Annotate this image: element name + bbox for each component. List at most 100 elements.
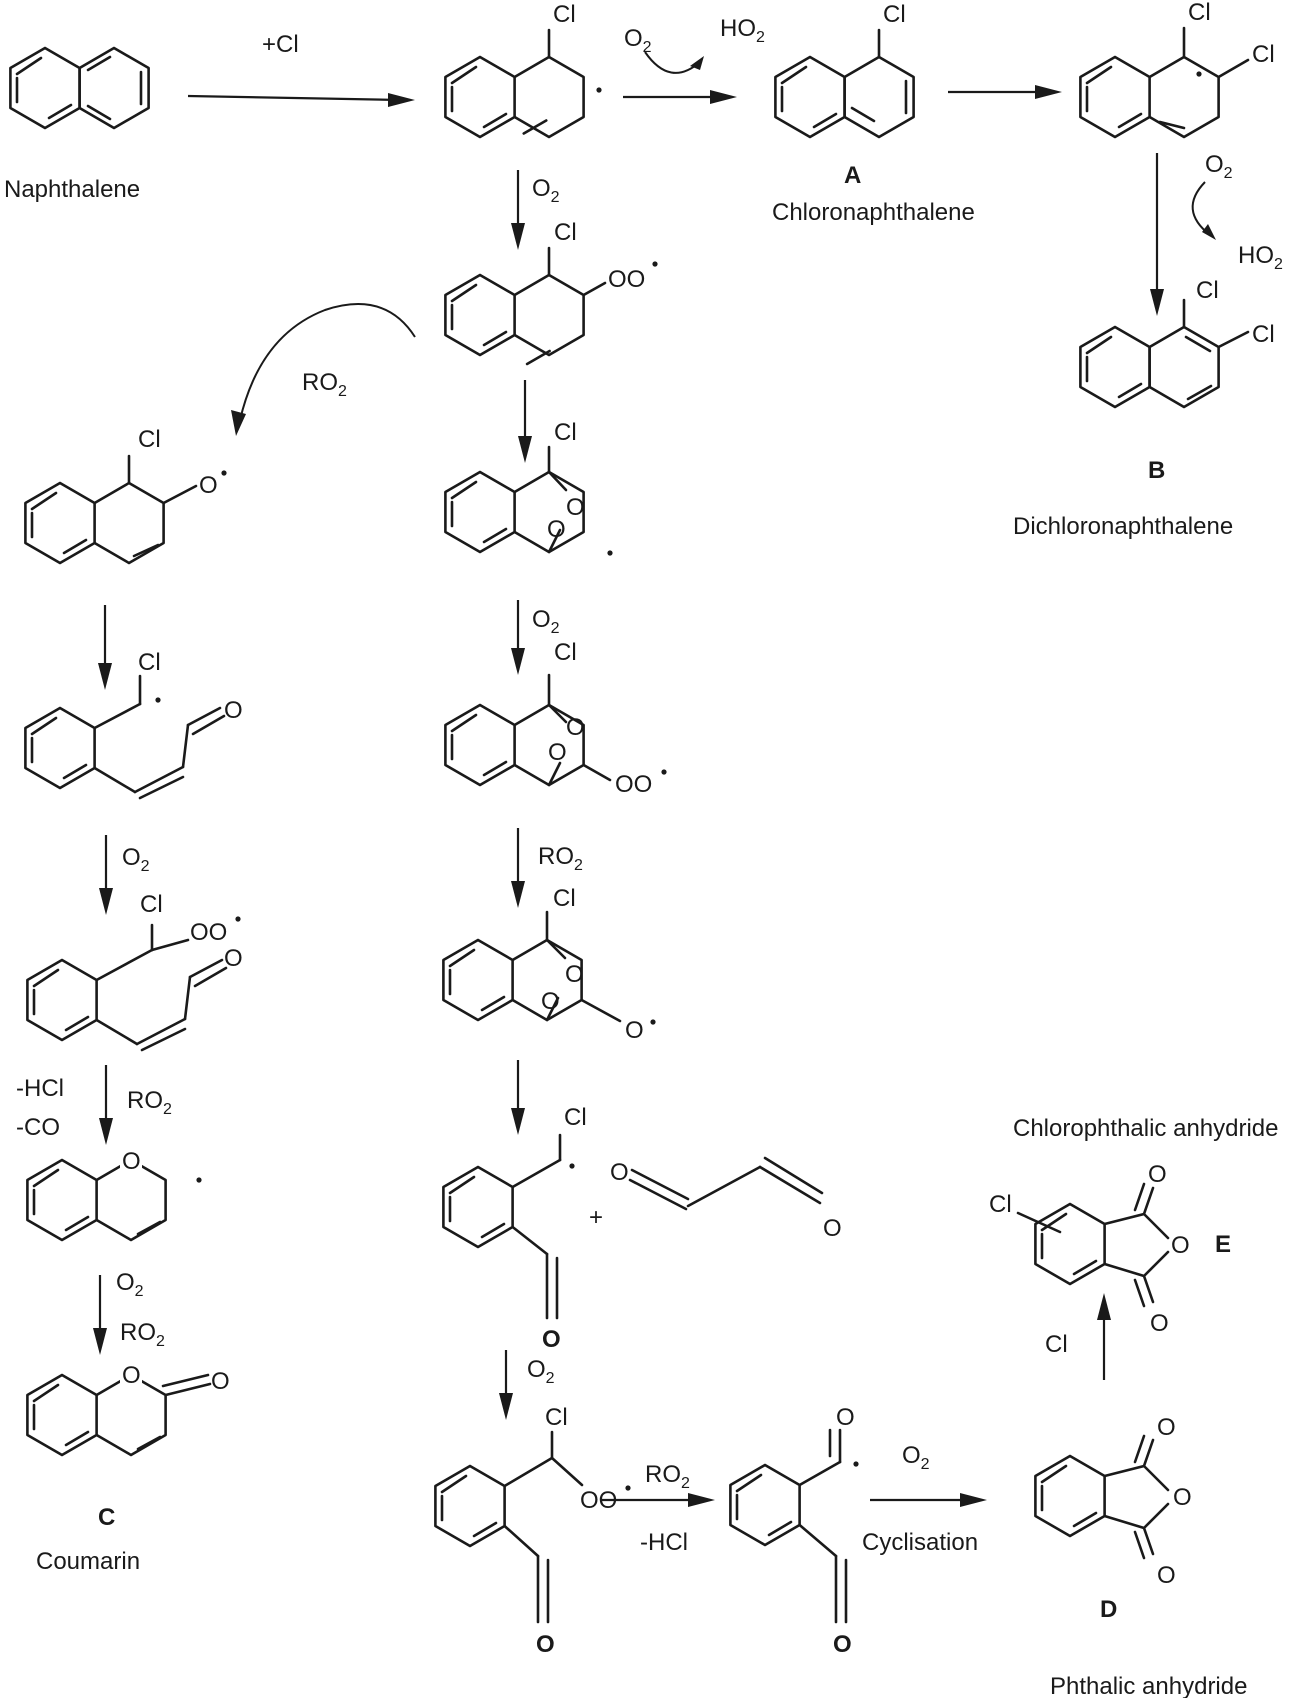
dichloronaphthalene-label: Dichloronaphthalene bbox=[1013, 513, 1233, 540]
atom-o: O bbox=[1150, 1310, 1169, 1337]
curved-arrow-ro2 bbox=[239, 303, 416, 421]
reagent-o2: O2 bbox=[624, 25, 652, 56]
atom-oo: OO bbox=[615, 771, 652, 798]
radical-dot bbox=[661, 769, 667, 775]
reagent-o2: O2 bbox=[527, 1356, 555, 1387]
peroxy-radical-structure bbox=[444, 246, 607, 366]
reagent-o2: O2 bbox=[532, 606, 560, 637]
arrow-o2-ro2-coumarin bbox=[93, 1275, 107, 1355]
atom-o: O bbox=[823, 1215, 842, 1242]
dichloronaphthalene-structure bbox=[1079, 298, 1250, 409]
label-b: B bbox=[1148, 457, 1165, 484]
atom-cl: Cl bbox=[138, 649, 161, 676]
arrow-o2-left bbox=[99, 835, 113, 915]
atom-cl: Cl bbox=[1196, 277, 1219, 304]
arrow-add-cl bbox=[187, 93, 415, 107]
atom-cl: Cl bbox=[553, 1, 576, 28]
chlorophthalic-anhydride-label: Chlorophthalic anhydride bbox=[1013, 1115, 1279, 1142]
reagent-ho2: HO2 bbox=[720, 15, 765, 46]
atom-o: O bbox=[1173, 1484, 1192, 1511]
radical-dot bbox=[596, 87, 602, 93]
reagent-o2: O2 bbox=[902, 1442, 930, 1473]
atom-o: O bbox=[224, 945, 243, 972]
atom-cl: Cl bbox=[1252, 41, 1275, 68]
reagent-ro2: RO2 bbox=[120, 1319, 165, 1350]
atom-cl: Cl bbox=[553, 885, 576, 912]
peroxy-benzaldehyde-radical bbox=[434, 1430, 584, 1624]
radical-dot bbox=[652, 261, 658, 267]
atom-oo: OO bbox=[608, 266, 645, 293]
bicyclic-peroxy-radical bbox=[444, 673, 612, 787]
arrow-cyclisation bbox=[870, 1493, 987, 1507]
reagent-ro2: RO2 bbox=[645, 1461, 690, 1492]
arrow-ro2-bicyclic-alkoxy bbox=[511, 828, 525, 908]
coumarin-structure bbox=[26, 1373, 212, 1457]
arrow-ro2-hcl bbox=[600, 1493, 715, 1507]
arrow-to-dichloronaphthalene bbox=[1150, 153, 1164, 316]
naphthalene-structure bbox=[9, 46, 150, 130]
atom-o: O bbox=[625, 1017, 644, 1044]
reagent-ho2: HO2 bbox=[1238, 242, 1283, 273]
reagent-o2: O2 bbox=[122, 844, 150, 875]
dichloro-radical-structure bbox=[1079, 26, 1250, 139]
chloronaphthalene-structure bbox=[774, 28, 915, 139]
radical-dot bbox=[196, 1177, 202, 1183]
radical-dot bbox=[235, 916, 241, 922]
reagent-minus-hcl: -HCl bbox=[640, 1529, 688, 1556]
reagent-plus-cl: +Cl bbox=[262, 31, 299, 58]
radical-dot bbox=[607, 550, 613, 556]
atom-o: O bbox=[536, 1631, 555, 1658]
chromene-radical-structure bbox=[26, 1158, 167, 1242]
atom-o: O bbox=[1148, 1161, 1167, 1188]
arrow-o2-bicyclic-peroxy bbox=[511, 600, 525, 675]
arrow-o2-peroxy bbox=[511, 170, 525, 250]
atom-cl: Cl bbox=[883, 1, 906, 28]
atom-cl: Cl bbox=[140, 891, 163, 918]
atom-o: O bbox=[566, 494, 585, 521]
atom-o: O bbox=[122, 1148, 141, 1175]
reagent-minus-co: -CO bbox=[16, 1114, 60, 1141]
atom-o: O bbox=[565, 961, 584, 988]
label-a: A bbox=[844, 162, 861, 189]
atom-oo: OO bbox=[190, 919, 227, 946]
atom-o: O bbox=[1171, 1232, 1190, 1259]
radical-dot bbox=[569, 1163, 575, 1169]
cl-adduct-radical-structure bbox=[444, 28, 585, 139]
atom-cl: Cl bbox=[1188, 0, 1211, 26]
radical-dot bbox=[221, 470, 227, 476]
phthalic-anhydride-label: Phthalic anhydride bbox=[1050, 1673, 1247, 1698]
radical-dot bbox=[1196, 71, 1202, 77]
atom-o: O bbox=[1157, 1562, 1176, 1589]
alkoxy-radical-structure bbox=[24, 454, 198, 565]
reagent-cl: Cl bbox=[1045, 1331, 1068, 1358]
bicyclic-endoperoxide-radical bbox=[444, 445, 585, 554]
atom-o: O bbox=[610, 1159, 629, 1186]
label-c: C bbox=[98, 1504, 115, 1531]
atom-cl: Cl bbox=[1252, 321, 1275, 348]
reagent-ro2: RO2 bbox=[127, 1087, 172, 1118]
reagent-ro2: RO2 bbox=[302, 369, 347, 400]
atom-cl: Cl bbox=[554, 419, 577, 446]
chlorophthalic-anhydride-structure bbox=[1016, 1182, 1170, 1308]
atom-cl: Cl bbox=[138, 426, 161, 453]
atom-o: O bbox=[224, 697, 243, 724]
arrow-o2-peroxy-aldehyde bbox=[499, 1350, 513, 1420]
malondialdehyde-structure bbox=[628, 1156, 824, 1211]
curved-arrow-o2-ho2 bbox=[644, 51, 701, 74]
reagent-o2: O2 bbox=[1205, 151, 1233, 182]
atom-o: O bbox=[836, 1404, 855, 1431]
reagent-minus-hcl: -HCl bbox=[16, 1075, 64, 1102]
radical-dot bbox=[650, 1019, 656, 1025]
atom-cl: Cl bbox=[545, 1404, 568, 1431]
reagent-o2: O2 bbox=[116, 1269, 144, 1300]
arrow-to-dichloro-radical bbox=[948, 85, 1062, 99]
atom-o: O bbox=[548, 739, 567, 766]
chloromethyl-benzaldehyde-radical bbox=[442, 1133, 562, 1320]
arrow-ring-opening-left bbox=[98, 605, 112, 690]
label-e: E bbox=[1215, 1231, 1231, 1258]
acyl-radical-structure bbox=[729, 1428, 848, 1624]
arrow-to-chloronaphthalene bbox=[623, 90, 737, 104]
arrow-ro2-cyclization bbox=[99, 1065, 113, 1145]
arrow-chlorination bbox=[1097, 1293, 1111, 1380]
